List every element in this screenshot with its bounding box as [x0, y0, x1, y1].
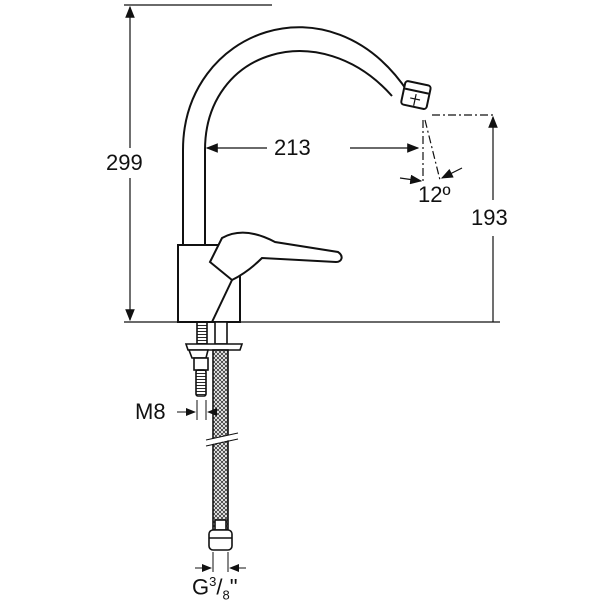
flow-axis-lines [422, 114, 494, 182]
dimension-213-label: 213 [270, 137, 315, 159]
hose-thread-num: 3 [209, 574, 217, 589]
angle-12-label: 12º [418, 182, 451, 207]
rod-thread-m8-label: M8 [135, 399, 166, 424]
hose-thread-unit: " [229, 574, 238, 600]
spout [182, 26, 432, 245]
dimension-299-label: 299 [106, 150, 143, 175]
dimension-299-lines [124, 4, 272, 323]
faucet-body [177, 231, 343, 323]
hose-thread-den: 8 [222, 587, 230, 600]
hose-thread-sep: / [216, 574, 223, 600]
dimension-193-lines [240, 115, 500, 323]
hose-thread-label: G3/8" [192, 575, 238, 600]
dimension-193-label: 193 [471, 205, 508, 230]
mounting-hardware [184, 321, 244, 551]
thread-dimension-lines [177, 400, 246, 572]
hose-thread-main: G [192, 574, 210, 600]
